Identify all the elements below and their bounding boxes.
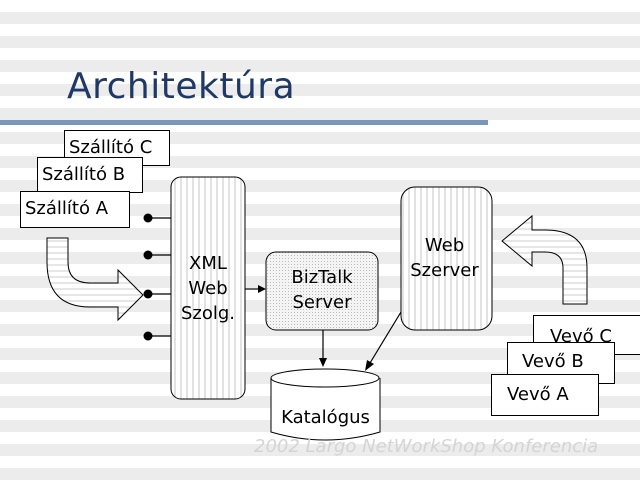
supplier-curved-arrow	[46, 237, 144, 322]
slide-title: Architektúra	[67, 66, 296, 107]
arrow-webserver-to-catalog	[369, 311, 402, 364]
biztalk-line-2: Server	[292, 292, 352, 313]
web-server-label: Web Szerver	[397, 233, 492, 283]
supplier-c-label: Szállító C	[69, 137, 153, 158]
arrowhead-biztalk-to-catalog	[319, 358, 327, 367]
customer-curved-arrow	[501, 214, 588, 305]
supplier-b-box: Szállító B	[37, 157, 143, 193]
customer-c-label: Vevő C	[550, 326, 612, 347]
xml-connectors	[143, 213, 171, 341]
xml-web-line-3: Szolg.	[180, 303, 236, 324]
xml-web-line-2: Web	[188, 278, 228, 299]
customer-a-box: Vevő A	[491, 374, 599, 416]
xml-web-service-box	[170, 176, 246, 400]
biztalk-server-label: BizTalk Server	[266, 265, 378, 315]
xml-web-service-label: XML Web Szolg.	[171, 251, 245, 326]
biztalk-server-box	[265, 251, 379, 331]
catalog-label: Katalógus	[281, 407, 370, 428]
xml-web-line-1: XML	[189, 253, 227, 274]
customer-a-label: Vevő A	[507, 384, 569, 405]
customer-b-label: Vevő B	[522, 351, 584, 372]
arrowhead-xml-to-biztalk	[258, 285, 266, 293]
catalog-database	[270, 368, 381, 441]
biztalk-line-1: BizTalk	[291, 267, 353, 288]
supplier-a-label: Szállító A	[25, 198, 109, 219]
supplier-b-label: Szállító B	[42, 164, 126, 185]
supplier-a-box: Szállító A	[20, 191, 130, 228]
web-server-box	[400, 186, 493, 331]
title-underline	[0, 120, 488, 125]
arrowhead-webserver-to-catalog	[365, 360, 374, 371]
web-server-line-2: Szerver	[410, 260, 479, 281]
footer-text: 2002 Largo NetWorkShop Konferencia	[254, 436, 599, 457]
web-server-line-1: Web	[424, 235, 465, 256]
